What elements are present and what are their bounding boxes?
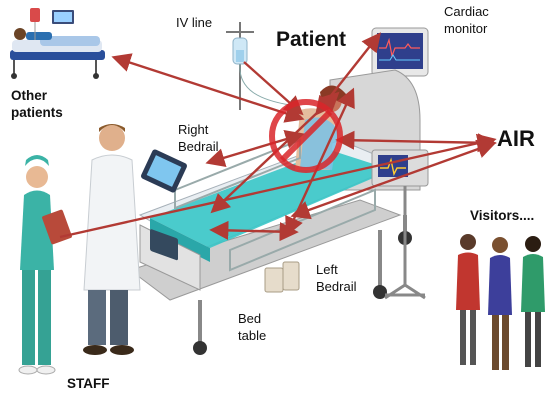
label-air: AIR (497, 126, 535, 151)
label-left-bedrail-line2: Bedrail (316, 279, 357, 294)
label-iv-line: IV line (176, 15, 213, 30)
label-other-patients-line1: Other (11, 88, 48, 103)
nurse-illustration (18, 155, 72, 375)
label-cardiac-monitor-line2: monitor (444, 21, 488, 36)
label-patient: Patient (276, 28, 347, 51)
label-left-bedrail-line1: Left (316, 262, 338, 277)
visitors-illustration (456, 234, 545, 370)
arrow-left-bedrail-to-air (290, 139, 497, 220)
label-right-bedrail-line1: Right (178, 122, 209, 137)
other-patient-bed-illustration (10, 8, 105, 79)
prohibition-ring-icon (269, 99, 343, 173)
label-bed-table-line2: table (238, 328, 267, 343)
transmission-arrows (59, 32, 497, 242)
doctor-illustration (83, 124, 187, 355)
label-staff: STAFF (67, 376, 110, 391)
label-other-patients-line2: patients (11, 105, 63, 120)
label-right-bedrail-line2: Bedrail (178, 139, 219, 154)
bed-table-illustration (264, 261, 300, 293)
arrow-across-bed (209, 220, 299, 242)
label-bed-table-line1: Bed (238, 311, 262, 326)
label-visitors: Visitors.... (470, 208, 535, 223)
label-cardiac-monitor-line1: Cardiac (444, 4, 489, 19)
